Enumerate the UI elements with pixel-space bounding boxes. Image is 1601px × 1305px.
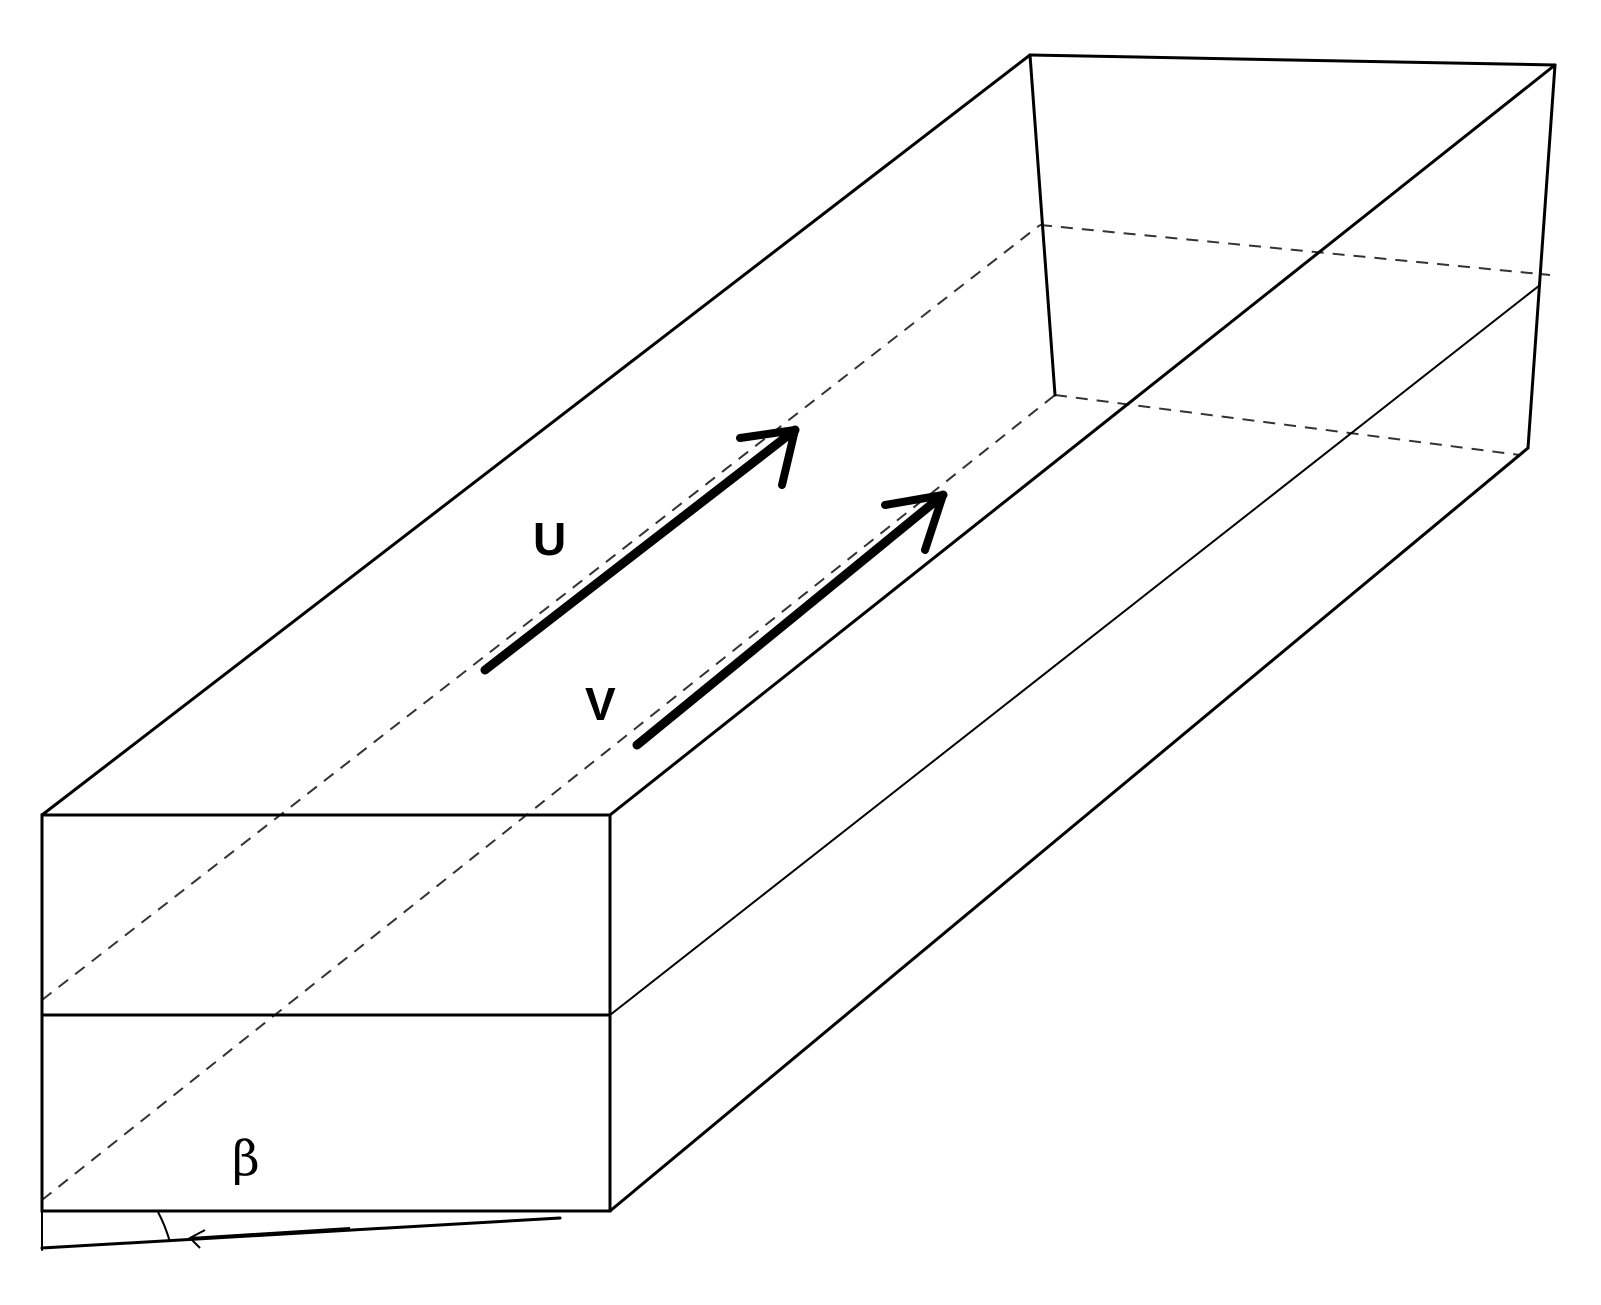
bottom-far-left-edge [41,394,1056,1201]
hidden-edges [41,224,1551,1201]
top-right-long-edge [608,63,1557,817]
arrow-v-head-icon [881,491,947,554]
back-top-edge [1028,53,1557,67]
label-beta: β [232,1131,260,1187]
bottom-right-long-edge [608,446,1530,1213]
slope-reference-line [40,1216,562,1250]
back-right-vertical-edge [1526,63,1557,450]
velocity-arrow-u [480,425,800,675]
side-interface-edge [609,284,1541,1016]
visible-edges [40,53,1557,1213]
label-u: U [533,513,566,565]
angle-arc [157,1211,171,1243]
interface-far-left-edge [41,224,1041,1001]
front-face [40,813,612,1213]
back-left-vertical-edge [1028,53,1057,397]
arrow-u-head-icon [736,426,799,489]
angle-arrow-tail [189,1227,351,1239]
slope-angle-indicator [40,1210,562,1251]
arrow-u-shaft [480,425,800,675]
velocity-arrow-v [632,490,948,750]
back-bottom-edge [1054,394,1521,456]
back-interface-edge [1039,224,1551,276]
top-left-long-edge [40,53,1032,817]
arrow-v-shaft [632,490,948,750]
label-v: V [585,678,616,730]
